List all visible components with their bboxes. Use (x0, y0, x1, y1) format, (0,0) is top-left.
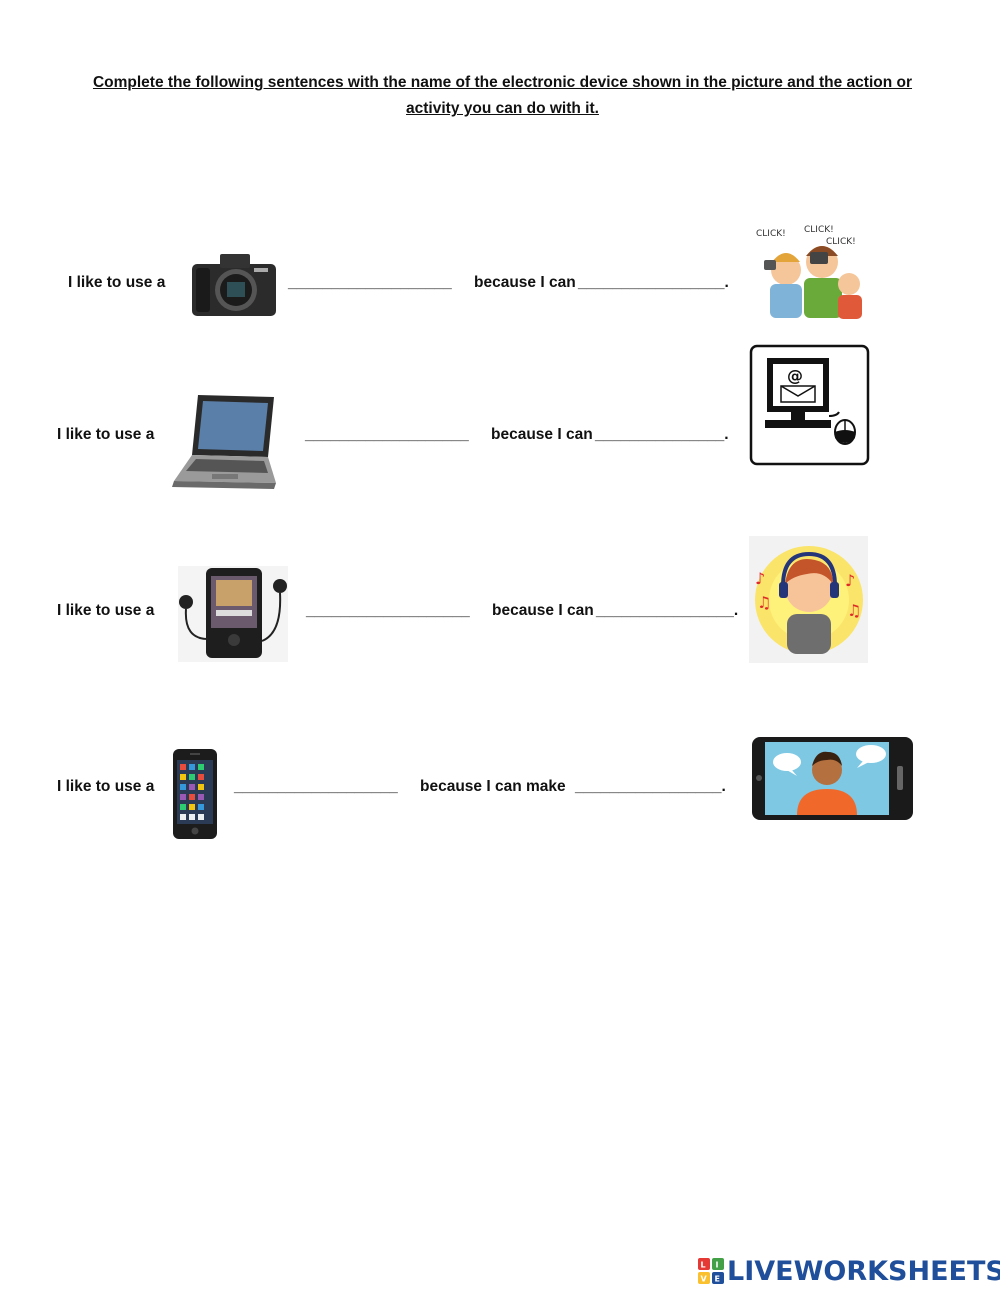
svg-text:E: E (715, 1275, 720, 1284)
instructions-line-1: Complete the following sentences with th… (92, 74, 913, 91)
row-3-because: because I can (492, 602, 594, 619)
svg-text:CLICK!: CLICK! (804, 225, 834, 235)
row-1-device-blank[interactable]: ___________________ (288, 274, 452, 291)
row-2-prefix: I like to use a (57, 426, 155, 443)
liveworksheets-logo[interactable]: L I V E LIVEWORKSHEETS (698, 1253, 1000, 1289)
svg-text:@: @ (787, 366, 803, 385)
row-1-because: because I can (474, 274, 576, 291)
svg-text:♫: ♫ (847, 601, 861, 620)
row-4-prefix: I like to use a (57, 778, 155, 795)
smartphone-icon (172, 748, 218, 840)
row-2-device-blank[interactable]: ___________________ (305, 426, 469, 443)
row-1-prefix: I like to use a (68, 274, 166, 291)
svg-text:CLICK!: CLICK! (826, 237, 856, 247)
svg-text:CLICK!: CLICK! (756, 229, 786, 239)
row-2-activity-blank[interactable]: _______________. (595, 426, 729, 443)
svg-text:♪: ♪ (755, 569, 765, 588)
svg-text:♪: ♪ (845, 571, 855, 590)
laptop-icon (170, 393, 278, 493)
live-badge-icon: L I V E (698, 1258, 724, 1284)
camera-icon (190, 250, 278, 318)
taking-photos-icon: CLICK! CLICK! CLICK! (748, 222, 872, 322)
svg-text:V: V (701, 1275, 708, 1284)
row-4-because: because I can make (420, 778, 566, 795)
row-3-prefix: I like to use a (57, 602, 155, 619)
row-2-activity-blank-wrapper: _______________. (595, 426, 729, 444)
logo-text: LIVEWORKSHEETS (727, 1255, 1000, 1287)
video-call-icon (751, 736, 914, 821)
svg-text:I: I (716, 1261, 719, 1270)
email-computer-icon: @ (749, 344, 870, 466)
row-3-activity-blank[interactable]: ________________. (596, 602, 739, 619)
svg-text:L: L (701, 1261, 706, 1270)
svg-text:♫: ♫ (757, 593, 771, 612)
mp3-player-icon (178, 566, 288, 662)
row-4-device-blank[interactable]: ___________________ (234, 778, 398, 795)
row-4-activity-blank[interactable]: _________________. (575, 778, 726, 795)
instructions-line-2: activity you can do with it. (406, 100, 599, 117)
row-2-because: because I can (491, 426, 593, 443)
listening-music-icon: ♪ ♫ ♪ ♫ (749, 536, 868, 663)
row-1-activity-blank[interactable]: _________________. (578, 274, 729, 291)
row-3-device-blank[interactable]: ___________________ (306, 602, 470, 619)
instructions: Complete the following sentences with th… (60, 70, 945, 122)
